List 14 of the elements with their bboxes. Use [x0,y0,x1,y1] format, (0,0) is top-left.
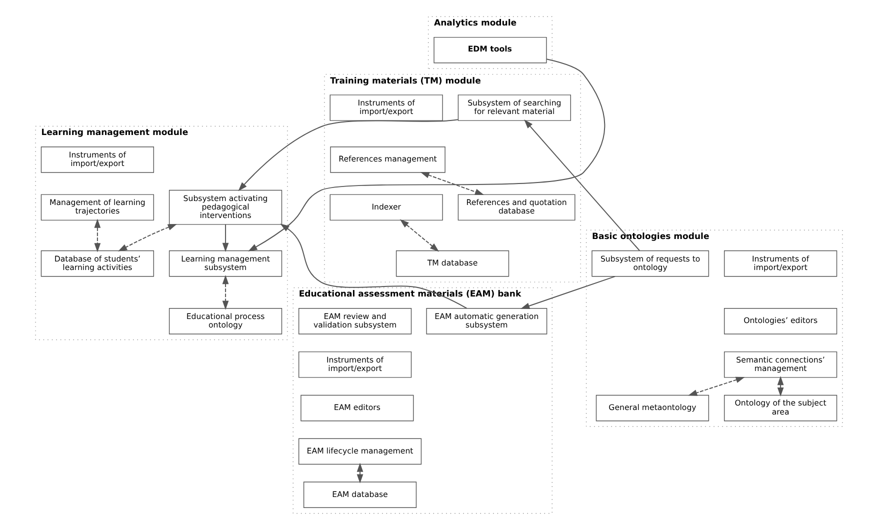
arrow [420,172,484,195]
arrow [356,462,363,484]
arrow [399,219,439,252]
arrow [222,274,228,310]
arrow [117,224,177,252]
arrow [238,119,458,192]
arrow [688,376,744,396]
arrow [248,58,605,252]
arrow [222,224,228,252]
arrow [94,218,100,252]
arrow [520,276,616,309]
arrow [776,376,784,397]
arrow [524,119,640,252]
arrow [280,224,467,309]
